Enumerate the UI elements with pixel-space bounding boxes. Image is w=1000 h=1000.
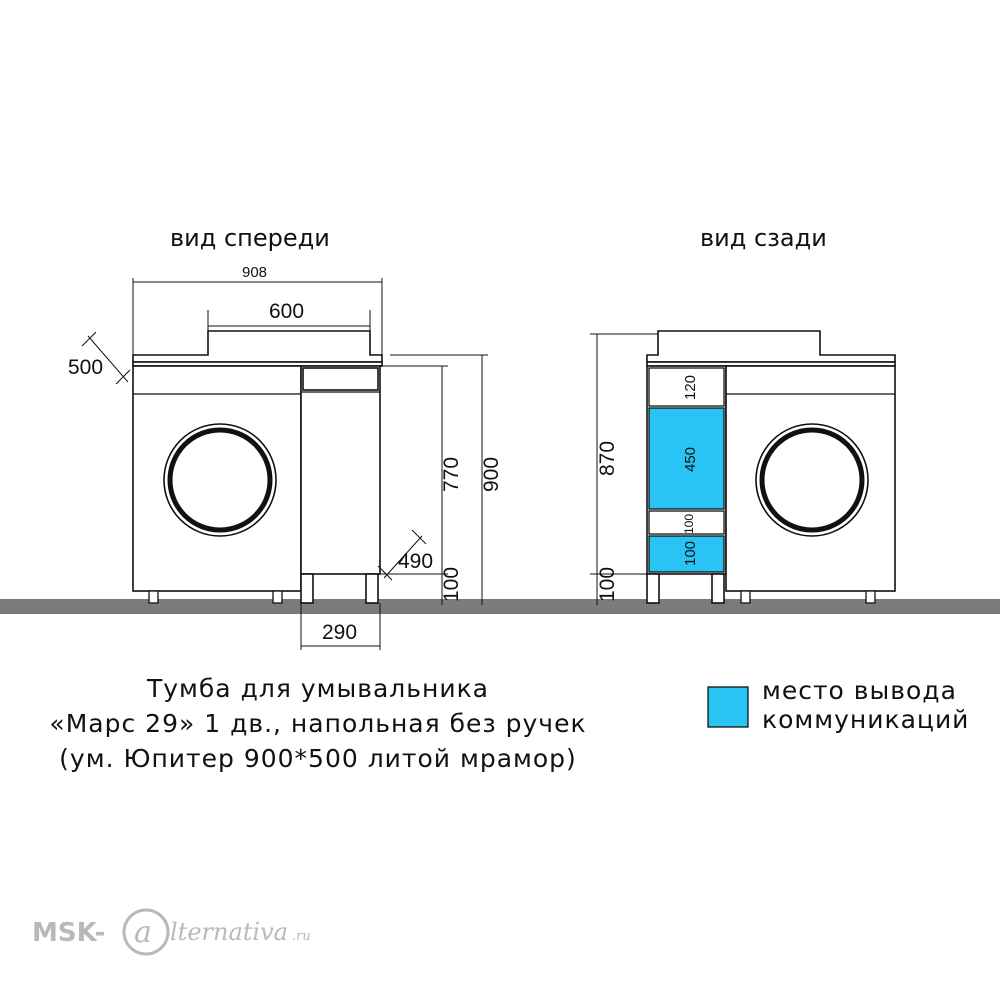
back-zone-450 xyxy=(648,407,725,510)
dim-500-label: 500 xyxy=(68,356,103,379)
dim-490-label: 490 xyxy=(398,550,433,573)
dim-front-verticals: 770 900 100 xyxy=(380,354,503,605)
front-small-drawer xyxy=(302,367,379,391)
dim-490: 490 xyxy=(377,529,433,581)
caption-line-2: «Марс 29» 1 дв., напольная без ручек xyxy=(49,709,586,738)
back-zone-100-blue xyxy=(648,535,725,573)
legend-swatch xyxy=(707,686,749,728)
caption-line-1: Тумба для умывальника xyxy=(146,674,489,703)
dim-770-label: 770 xyxy=(440,457,463,492)
dim-back-verticals: 870 100 xyxy=(590,333,658,605)
back-machine-leg-right xyxy=(865,590,876,604)
back-machine-door-inner xyxy=(759,427,865,533)
dim-290: 290 xyxy=(300,603,381,650)
svg-text:a: a xyxy=(134,915,152,950)
zone-450-label: 450 xyxy=(682,447,699,472)
caption-line-3: (ум. Юпитер 900*500 литой мрамор) xyxy=(59,744,577,773)
dim-100-front-label: 100 xyxy=(440,567,463,602)
legend-line-1: место вывода xyxy=(762,676,957,705)
back-zone-100-white xyxy=(648,510,725,535)
dim-900-label: 900 xyxy=(480,457,503,492)
logo-script: lternativa xyxy=(170,918,288,946)
brand-logo: MSK- a lternativa .ru xyxy=(32,908,311,956)
back-small-leg-right xyxy=(711,573,725,604)
zone-120-label: 120 xyxy=(682,375,699,400)
dim-100-back-label: 100 xyxy=(596,567,619,602)
dim-290-label: 290 xyxy=(322,621,357,644)
zone-100-blue-label: 100 xyxy=(682,541,699,566)
front-view-drawing xyxy=(132,330,383,604)
legend-line-2: коммуникаций xyxy=(762,705,969,734)
dim-600-label: 600 xyxy=(269,300,304,323)
front-small-cabinet xyxy=(300,365,381,575)
back-view-drawing: 120 450 100 100 xyxy=(646,330,896,604)
front-machine-leg-left xyxy=(148,590,159,604)
front-basin-top xyxy=(132,330,383,363)
logo-prefix: MSK- xyxy=(32,918,105,948)
back-small-leg-left xyxy=(646,573,660,604)
zone-100-white-label: 100 xyxy=(682,514,696,534)
dim-908: 908 xyxy=(132,264,383,355)
front-machine-door-inner xyxy=(167,427,273,533)
front-view-label: вид спереди xyxy=(170,224,330,252)
front-machine-leg-right xyxy=(272,590,283,604)
dim-500: 500 xyxy=(68,331,131,385)
logo-at-icon: a xyxy=(122,908,170,956)
back-machine-leg-left xyxy=(740,590,751,604)
logo-suffix: .ru xyxy=(292,929,311,944)
dim-600: 600 xyxy=(207,300,371,331)
dim-908-label: 908 xyxy=(242,264,267,281)
back-basin-top xyxy=(646,330,896,363)
dim-870-label: 870 xyxy=(596,441,619,476)
front-small-leg-left xyxy=(300,573,314,604)
back-view-label: вид сзади xyxy=(700,224,827,252)
back-zone-120 xyxy=(648,367,725,407)
front-small-leg-right xyxy=(365,573,379,604)
